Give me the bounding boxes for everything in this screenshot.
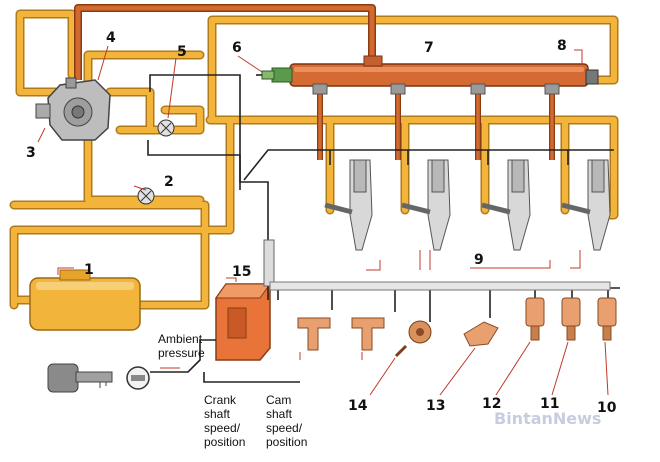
camshaft-sensor [351, 317, 385, 351]
ignition-switch-icon [126, 366, 150, 390]
cam-line-2: shaft [266, 407, 293, 421]
cam-line-4: position [266, 435, 307, 449]
callout-2: 2 [164, 174, 174, 190]
crank-line-1: Crank [204, 393, 237, 407]
injector-4 [561, 159, 611, 251]
callout-15: 15 [232, 264, 251, 280]
callout-10: 10 [597, 400, 617, 416]
ambient-line-1: Ambient [158, 332, 203, 346]
injector-1 [324, 159, 373, 251]
callout-11: 11 [540, 396, 559, 412]
ambient-pressure-label: Ambient pressure [158, 332, 205, 360]
crank-line-3: speed/ [204, 421, 241, 435]
common-rail [289, 55, 589, 95]
ecu [215, 283, 271, 361]
callout-4: 4 [106, 30, 116, 46]
injector-2 [401, 159, 451, 251]
callout-3: 3 [26, 145, 36, 161]
boost-pressure-sensor [463, 321, 499, 347]
injectors [324, 159, 611, 251]
crank-line-4: position [204, 435, 245, 449]
rail-pressure-sensor [261, 67, 293, 83]
harness-conduit [263, 239, 611, 291]
coolant-temperature-sensor [597, 297, 617, 341]
pressure-limiter-valve [585, 69, 599, 85]
callout-9: 9 [474, 252, 484, 268]
callout-14: 14 [348, 398, 368, 414]
cam-label: Cam shaft speed/ position [266, 393, 307, 449]
fuel-tank [29, 269, 141, 331]
callout-1: 1 [84, 262, 94, 278]
crank-label: Crank shaft speed/ position [204, 393, 245, 449]
watermark: BintanNews [494, 409, 601, 428]
callout-numbers: 1 2 3 4 5 6 7 8 9 10 11 12 13 14 15 [26, 30, 617, 416]
air-temperature-sensor [525, 297, 545, 341]
high-pressure-pump [35, 77, 111, 141]
cam-line-3: speed/ [266, 421, 303, 435]
callout-5: 5 [177, 44, 187, 60]
callout-13: 13 [426, 398, 445, 414]
callout-6: 6 [232, 40, 242, 56]
high-pressure-lines [74, 4, 555, 160]
accelerator-sensor [394, 320, 432, 358]
fuel-filter [137, 187, 155, 205]
ambient-line-2: pressure [158, 346, 205, 360]
injector-3 [481, 159, 531, 251]
crankshaft-sensor [297, 317, 331, 351]
callout-7: 7 [424, 40, 434, 56]
callout-leaders [37, 45, 609, 396]
air-mass-sensor [561, 297, 581, 341]
cam-line-1: Cam [266, 393, 291, 407]
callout-8: 8 [557, 38, 567, 54]
crank-line-2: shaft [204, 407, 231, 421]
ignition-key-icon [47, 363, 113, 393]
overflow-valve [157, 119, 175, 137]
callout-12: 12 [482, 396, 501, 412]
